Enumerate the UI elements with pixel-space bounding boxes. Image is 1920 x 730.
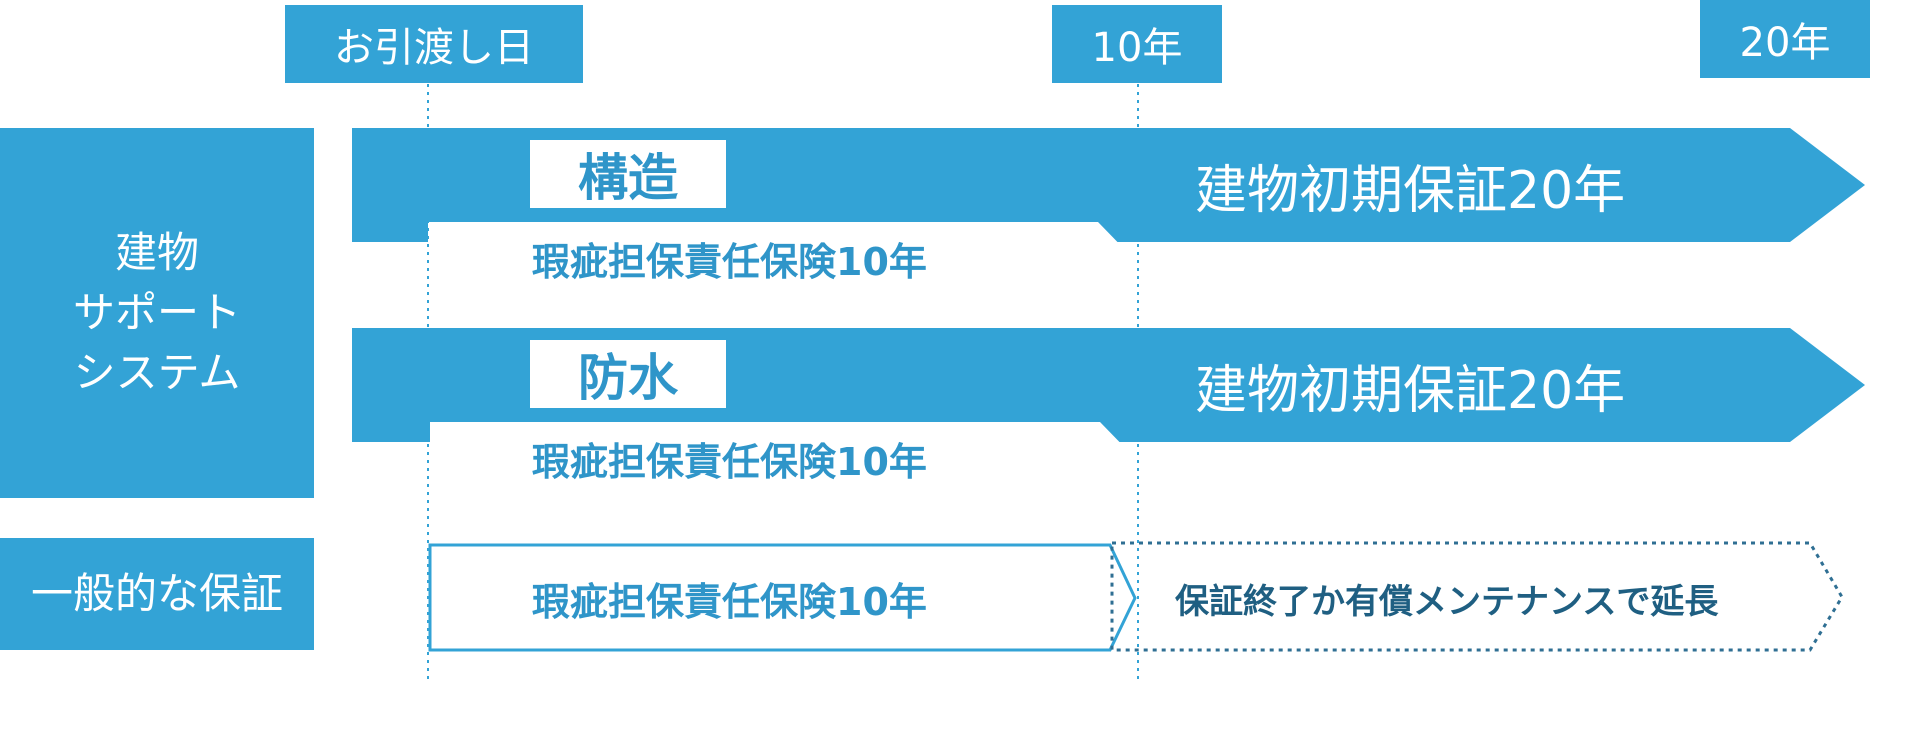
structure-short-arrow <box>428 222 1133 294</box>
structure-short-term-text: 瑕疵担保責任保険10年 <box>532 239 927 284</box>
general-warranty-panel: 一般的な保証 <box>0 538 314 650</box>
structure-label-box: 構造 <box>530 140 726 208</box>
extension-text: 保証終了か有償メンテナンスで延長 <box>1175 581 1719 622</box>
waterproof-short-arrow <box>430 422 1135 494</box>
general-short-arrow <box>428 543 1137 652</box>
general-short-term-text: 瑕疵担保責任保険10年 <box>532 579 927 624</box>
timeline-start-label: お引渡し日 <box>285 5 583 83</box>
general-warranty-label: 一般的な保証 <box>30 569 283 618</box>
building-support-line-1: 建物 <box>114 228 199 277</box>
waterproof-long-arrow <box>352 328 1865 442</box>
building-support-line-3: システム <box>73 348 241 397</box>
waterproof-label-box: 防水 <box>530 340 726 408</box>
structure-long-term-text: 建物初期保証20年 <box>1195 160 1626 221</box>
timeline-20-year-label: 20年 <box>1700 0 1870 78</box>
waterproof-long-term-text: 建物初期保証20年 <box>1195 360 1626 421</box>
building-support-system-panel: 建物 サポート システム <box>0 128 314 498</box>
timeline-10-year-label: 10年 <box>1052 5 1222 83</box>
waterproof-short-term-text: 瑕疵担保責任保険10年 <box>532 439 927 484</box>
structure-long-arrow <box>352 128 1865 242</box>
building-support-line-2: サポート <box>72 288 241 337</box>
